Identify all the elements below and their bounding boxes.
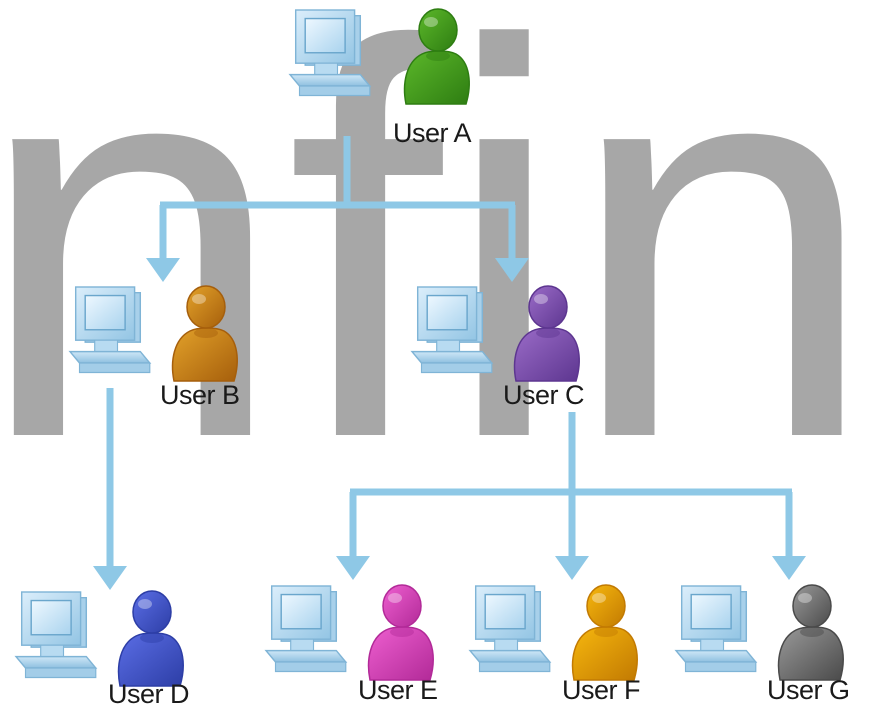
user-node-f: User F: [469, 584, 641, 705]
user-node-e: User E: [265, 584, 438, 705]
user-node-a: User A: [289, 8, 472, 148]
person-icon: [403, 8, 470, 105]
user-label-b: User B: [160, 380, 240, 410]
arrowhead: [93, 566, 127, 590]
user-label-g: User G: [767, 675, 850, 705]
user-label-d: User D: [108, 679, 189, 709]
arrowhead: [146, 258, 180, 282]
person-icon: [117, 590, 184, 687]
person-icon: [571, 584, 638, 681]
person-icon: [777, 584, 844, 681]
connectors: [93, 136, 806, 590]
person-icon: [171, 285, 238, 382]
computer-icon: [15, 591, 97, 679]
arrowhead: [336, 556, 370, 580]
arrowhead: [772, 556, 806, 580]
user-nodes: User A User B User C User D User E User F User…: [15, 8, 850, 709]
arrowhead: [495, 258, 529, 282]
user-label-f: User F: [562, 675, 640, 705]
user-node-d: User D: [15, 590, 190, 709]
user-node-b: User B: [69, 285, 240, 410]
user-label-a: User A: [393, 118, 472, 148]
user-node-c: User C: [411, 285, 585, 410]
user-label-c: User C: [503, 380, 584, 410]
computer-icon: [289, 9, 371, 97]
person-icon: [367, 584, 434, 681]
user-node-g: User G: [675, 584, 850, 705]
computer-icon: [265, 585, 347, 673]
computer-icon: [69, 286, 151, 374]
person-icon: [513, 285, 580, 382]
computer-icon: [411, 286, 493, 374]
computer-icon: [675, 585, 757, 673]
user-label-e: User E: [358, 675, 438, 705]
computer-icon: [469, 585, 551, 673]
arrowhead: [555, 556, 589, 580]
